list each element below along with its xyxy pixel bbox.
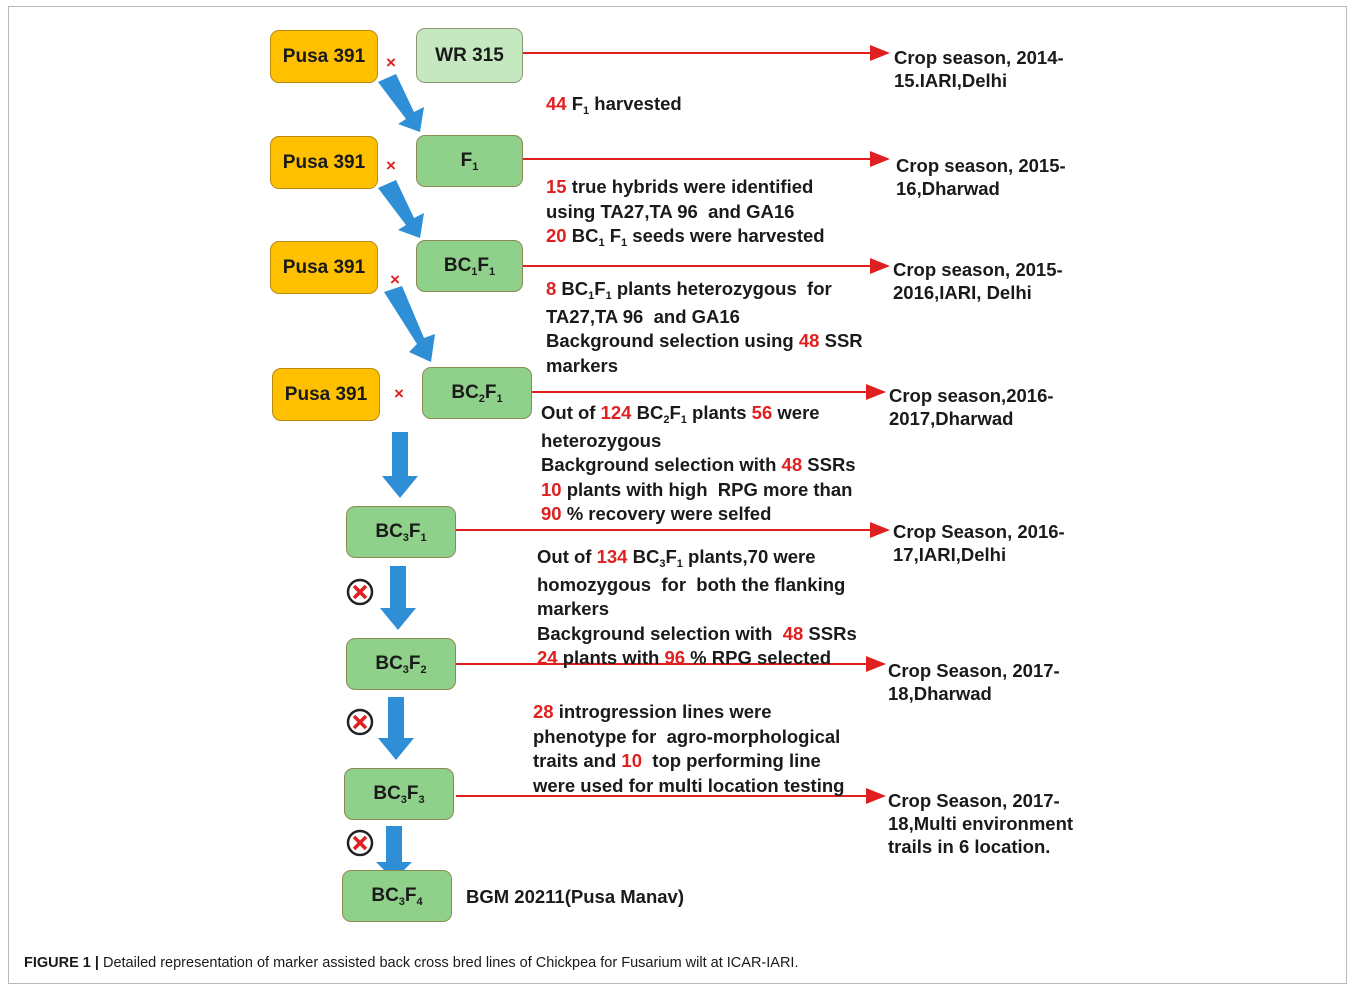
progeny-box-bc1f1: BC1F1 bbox=[416, 240, 523, 292]
progeny-box-f1: F1 bbox=[416, 135, 523, 187]
cross-symbol: × bbox=[386, 53, 396, 72]
parent-box-pusa391-2: Pusa 391 bbox=[270, 136, 378, 189]
season-label-4: Crop season,2016- 2017,Dharwad bbox=[889, 385, 1054, 429]
progeny-label: BC3F3 bbox=[373, 783, 425, 806]
progeny-label: BC3F1 bbox=[375, 521, 427, 544]
figure-caption: FIGURE 1 | Detailed representation of ma… bbox=[24, 955, 798, 971]
season-label-3: Crop season, 2015- 2016,IARI, Delhi bbox=[893, 259, 1063, 303]
progeny-box-bc3f3: BC3F3 bbox=[344, 768, 454, 820]
season-label-1: Crop season, 2014- 15.IARI,Delhi bbox=[894, 47, 1064, 91]
selfing-icon bbox=[346, 708, 374, 736]
parent-box-pusa391-3: Pusa 391 bbox=[270, 241, 378, 294]
parent-label: Pusa 391 bbox=[282, 45, 366, 67]
progeny-label: BC3F2 bbox=[375, 653, 427, 676]
season-label-7: Crop Season, 2017- 18,Multi environment … bbox=[888, 790, 1074, 857]
selfing-icon bbox=[346, 578, 374, 606]
cross-symbol: × bbox=[386, 156, 396, 175]
cross-arrow-icon bbox=[378, 74, 424, 132]
note-bc2f1-selection: Out of 124 BC2F1 plants 56 were heterozy… bbox=[541, 402, 856, 524]
season-label-5: Crop Season, 2016- 17,IARI,Delhi bbox=[893, 521, 1065, 565]
parent-label: Pusa 391 bbox=[284, 383, 368, 405]
cross-arrow-icon bbox=[378, 180, 424, 238]
progeny-label: BC3F4 bbox=[371, 885, 423, 908]
progeny-box-bc3f1: BC3F1 bbox=[346, 506, 456, 558]
progeny-box-bc2f1: BC2F1 bbox=[422, 367, 532, 419]
cross-arrow-icon bbox=[384, 286, 435, 362]
note-introgression-lines: 28 introgression lines were phenotype fo… bbox=[533, 701, 845, 796]
note-true-hybrids: 15 true hybrids were identified using TA… bbox=[546, 176, 825, 249]
note-bc3f1-selection: Out of 134 BC3F1 plants,70 were homozygo… bbox=[537, 546, 857, 668]
progeny-label: F1 bbox=[460, 150, 479, 173]
down-arrow-icon bbox=[382, 432, 418, 498]
down-arrow-icon bbox=[376, 826, 412, 880]
parent-box-pusa391-1: Pusa 391 bbox=[270, 30, 378, 83]
cross-symbol: × bbox=[394, 384, 404, 403]
season-label-2: Crop season, 2015- 16,Dharwad bbox=[896, 155, 1066, 199]
selfing-icon bbox=[346, 829, 374, 857]
progeny-label: BC1F1 bbox=[443, 255, 496, 278]
parent-label: Pusa 391 bbox=[282, 151, 366, 173]
down-arrow-icon bbox=[380, 566, 416, 630]
note-bc1f1-heterozygous: 8 BC1F1 plants heterozygous for TA27,TA … bbox=[546, 278, 863, 376]
final-variety-label: BGM 20211(Pusa Manav) bbox=[466, 886, 684, 907]
parent-label: Pusa 391 bbox=[282, 256, 366, 278]
parent-box-pusa391-4: Pusa 391 bbox=[272, 368, 380, 421]
cross-symbol: × bbox=[390, 270, 400, 289]
progeny-label: BC2F1 bbox=[451, 382, 503, 405]
donor-label: WR 315 bbox=[435, 44, 504, 66]
donor-box-wr315: WR 315 bbox=[416, 28, 523, 83]
caption-text: Detailed representation of marker assist… bbox=[98, 955, 799, 971]
down-arrow-icon bbox=[378, 697, 414, 760]
figure-frame bbox=[8, 6, 1347, 984]
note-f1-harvested: 44 F1 harvested bbox=[546, 93, 682, 117]
season-label-6: Crop Season, 2017- 18,Dharwad bbox=[888, 660, 1060, 704]
progeny-box-bc3f4: BC3F4 bbox=[342, 870, 452, 922]
caption-label: FIGURE 1 | bbox=[24, 955, 99, 971]
progeny-box-bc3f2: BC3F2 bbox=[346, 638, 456, 690]
